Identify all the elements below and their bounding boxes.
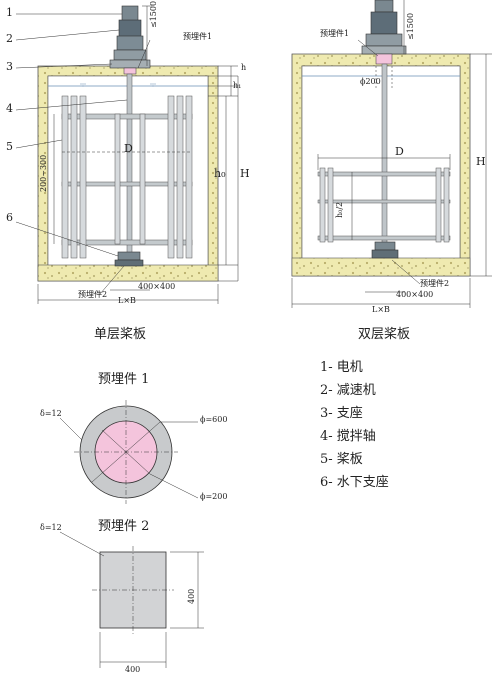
single-layer-drawing — [15, 5, 239, 304]
legend-item-motor: 1- 电机 — [320, 360, 363, 375]
callout-6: 6 — [6, 211, 13, 224]
single-dim-D: D — [124, 142, 133, 155]
double-dim-base: 400×400 — [396, 290, 434, 299]
callout-3: 3 — [6, 60, 13, 73]
single-motor-assembly — [109, 5, 151, 75]
double-layer-drawing — [291, 0, 492, 308]
detail-2-side-width: 400 — [125, 665, 141, 674]
legend-item-shaft: 4- 搅拌轴 — [320, 429, 376, 444]
single-layer-caption: 单层桨板 — [94, 327, 147, 342]
component-legend: 1- 电机 2- 减速机 3- 支座 4- 搅拌轴 5- 桨板 6- 水下支座 — [320, 356, 389, 494]
callout-2: 2 — [6, 32, 13, 45]
double-dim-LB: L×B — [372, 305, 390, 314]
double-dim-height-limit: ≤1500 — [406, 12, 415, 40]
detail-1-inner-dia: ϕ=200 — [200, 492, 228, 501]
double-dim-phi: ϕ200 — [360, 77, 381, 86]
double-dim-H: H — [476, 155, 486, 168]
single-dim-spacing: 200~300 — [39, 154, 48, 192]
detail-2-delta: δ=12 — [40, 523, 62, 532]
callout-1: 1 — [6, 6, 13, 19]
single-bottom-slab — [37, 264, 219, 282]
detail-1-drawing — [59, 400, 199, 504]
legend-item-reducer: 2- 减速机 — [320, 383, 376, 398]
callout-4: 4 — [6, 102, 13, 115]
single-shaft — [126, 73, 133, 255]
single-dim-h1: h₁ — [233, 81, 242, 90]
callout-5: 5 — [6, 140, 13, 153]
legend-item-support: 3- 支座 — [320, 406, 363, 421]
single-underwater-support — [117, 251, 141, 261]
detail-2-title: 预埋件 2 — [98, 519, 150, 534]
single-dim-h: h — [241, 63, 247, 72]
detail-2-drawing — [59, 531, 204, 668]
detail-1-outer-dia: ϕ=600 — [200, 415, 228, 424]
single-dim-LB: L×B — [118, 296, 136, 305]
single-dim-H: H — [240, 167, 250, 180]
legend-item-paddle: 5- 桨板 — [320, 452, 363, 467]
detail-2-side-height: 400 — [187, 588, 196, 604]
single-dim-height-limit: ≤1500 — [149, 0, 158, 28]
double-dim-h0-half: h₀/2 — [335, 201, 344, 218]
detail-1-delta: δ=12 — [40, 409, 62, 418]
single-dim-base: 400×400 — [138, 282, 176, 291]
double-dim-D: D — [395, 145, 404, 158]
double-embedded-part-2: 预埋件2 — [420, 279, 450, 288]
double-embedded-part-1: 预埋件1 — [320, 29, 350, 38]
detail-1-title: 预埋件 1 — [98, 372, 150, 387]
single-embedded-part-2: 预埋件2 — [78, 290, 108, 299]
single-dim-h0: h₀ — [214, 167, 226, 180]
single-embedded-part-1: 预埋件1 — [183, 32, 213, 41]
double-layer-caption: 双层桨板 — [358, 327, 411, 342]
legend-item-underwater-support: 6- 水下支座 — [320, 475, 389, 490]
